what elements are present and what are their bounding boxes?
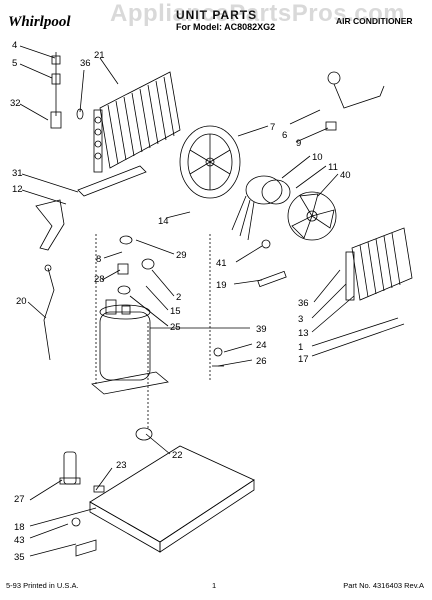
- part-36-clip: [76, 108, 84, 120]
- compressor: [91, 299, 169, 395]
- callout-28: 28: [94, 274, 105, 285]
- callout-12: 12: [12, 184, 23, 195]
- footer-part-number: Part No. 4316403 Rev.A: [343, 581, 424, 590]
- callout-10: 10: [312, 152, 323, 163]
- callout-17: 17: [298, 354, 309, 365]
- footer-print-info: 5-93 Printed in U.S.A.: [6, 581, 79, 590]
- callout-24: 24: [256, 340, 267, 351]
- callout-41: 41: [216, 258, 227, 269]
- mounting-bracket: [35, 199, 65, 251]
- condenser-fan-blade: [287, 191, 337, 241]
- callout-21: 21: [94, 50, 105, 61]
- brand-logo: Whirlpool: [8, 14, 71, 30]
- callout-39: 39: [256, 324, 267, 335]
- leader-lines: [19, 45, 405, 557]
- base-pan: [89, 427, 255, 553]
- callout-26: 26: [256, 356, 267, 367]
- callout-13: 13: [298, 328, 309, 339]
- callout-19: 19: [216, 280, 227, 291]
- callout-1: 1: [298, 342, 303, 353]
- grommet-stack: [117, 235, 155, 295]
- callout-20: 20: [16, 296, 27, 307]
- callout-11: 11: [328, 162, 338, 173]
- power-cord: [43, 264, 55, 361]
- thermostat-probe: [50, 52, 62, 129]
- small-hardware: [212, 239, 287, 367]
- callout-15: 15: [170, 306, 181, 317]
- model-subtitle: For Model: AC8082XG2: [176, 22, 276, 32]
- fan-motor: [231, 175, 291, 241]
- callout-43: 43: [14, 535, 25, 546]
- callout-8: 8: [96, 254, 101, 265]
- callout-6: 6: [282, 130, 287, 141]
- category-label: AIR CONDITIONER: [336, 16, 413, 26]
- callout-3: 3: [298, 314, 303, 325]
- callout-14: 14: [158, 216, 169, 227]
- page-title: UNIT PARTS: [176, 8, 258, 22]
- callout-9: 9: [296, 138, 301, 149]
- watermark: AppliancePartsPros.com: [110, 0, 406, 27]
- callout-2: 2: [176, 292, 181, 303]
- callout-29: 29: [176, 250, 187, 261]
- callout-5: 5: [12, 58, 17, 69]
- evaporator-coil: [93, 71, 181, 173]
- drain-trough: [77, 165, 147, 197]
- callout-32: 32: [10, 98, 21, 109]
- condenser-coil: [345, 227, 413, 301]
- callout-7: 7: [270, 122, 275, 133]
- callout-36: 36: [80, 58, 91, 69]
- callout-23: 23: [116, 460, 127, 471]
- footer-page-number: 1: [212, 581, 217, 590]
- callout-35: 35: [14, 552, 25, 563]
- callout-4: 4: [12, 40, 17, 51]
- callout-27: 27: [14, 494, 25, 505]
- callout-40: 40: [340, 170, 351, 181]
- blower-wheel: [179, 125, 241, 199]
- callout-22: 22: [172, 450, 183, 461]
- part-9-bracket: [325, 121, 337, 131]
- screw-and-foot: [71, 517, 97, 557]
- callout-31: 31: [12, 168, 23, 179]
- refrigerant-tubing: [327, 71, 385, 109]
- capacitor: [59, 451, 81, 485]
- callout-36: 36: [298, 298, 309, 309]
- callout-25: 25: [170, 322, 181, 333]
- callout-18: 18: [14, 522, 25, 533]
